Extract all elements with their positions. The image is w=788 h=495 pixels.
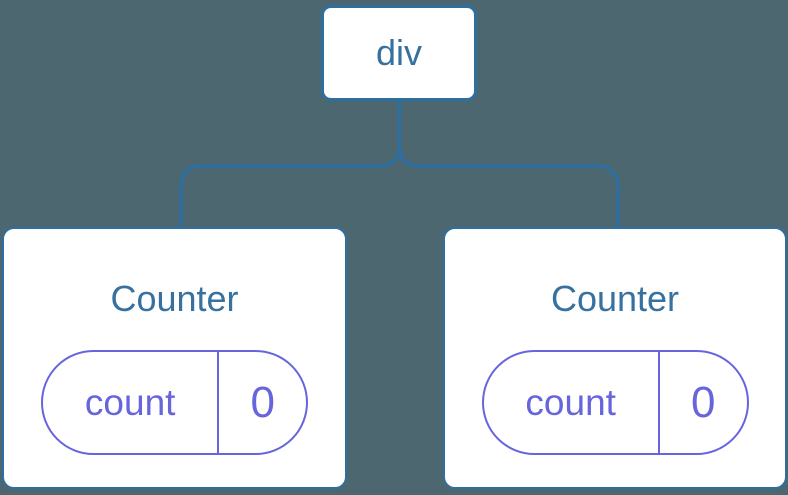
state-pill: count 0 xyxy=(481,350,749,456)
connector-right-branch xyxy=(397,100,620,227)
state-key-label: count xyxy=(84,382,176,424)
counter-node-right: Counter count 0 xyxy=(443,227,787,489)
root-node-label: div xyxy=(375,32,423,73)
state-key-label: count xyxy=(525,382,616,424)
counter-title: Counter xyxy=(110,278,239,319)
state-value-cell: 0 xyxy=(219,352,306,453)
state-pill: count 0 xyxy=(41,350,308,456)
connector-left-branch xyxy=(179,100,402,227)
counter-node-left: Counter count 0 xyxy=(2,227,347,489)
state-value-label: 0 xyxy=(690,377,716,427)
state-key-cell: count xyxy=(484,352,660,454)
state-key-cell: count xyxy=(43,352,220,454)
state-value-label: 0 xyxy=(250,377,275,427)
root-node-div: div xyxy=(321,5,477,101)
counter-title: Counter xyxy=(550,278,680,319)
state-value-cell: 0 xyxy=(660,352,747,453)
